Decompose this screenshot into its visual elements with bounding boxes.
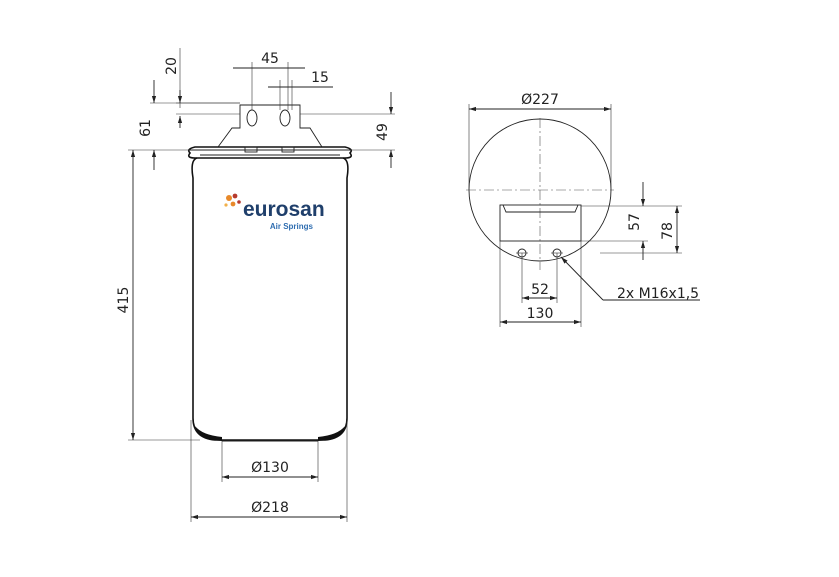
dim-height: 415 xyxy=(116,287,132,314)
dim-bolt-spacing: 52 xyxy=(531,282,549,298)
mount-hole-right xyxy=(279,109,291,127)
dim-mount-height: 49 xyxy=(375,123,391,141)
dim-plate-width: 130 xyxy=(527,306,554,322)
logo-dot xyxy=(230,201,236,207)
bottom-bead-left xyxy=(195,426,222,441)
dim-top-diameter: Ø227 xyxy=(521,92,559,108)
eurosan-logo: eurosan Air Springs xyxy=(224,193,325,231)
logo-dot xyxy=(237,200,241,204)
dim-bottom-diameter: Ø130 xyxy=(251,460,289,476)
logo-dot xyxy=(232,193,238,199)
dim-bellow-diameter: Ø218 xyxy=(251,500,289,516)
mount-block xyxy=(499,204,582,242)
dim-plate-height: 61 xyxy=(138,119,154,137)
bellows-outline xyxy=(191,157,349,441)
bottom-bead-right xyxy=(318,426,345,441)
dim-bolt-offset-top: 15 xyxy=(311,70,329,86)
side-view: 20 61 45 15 49 415 Ø130 xyxy=(116,48,395,522)
brand-name: eurosan xyxy=(243,198,325,221)
top-bead xyxy=(188,146,352,159)
logo-dot xyxy=(224,203,228,207)
dim-bolt-spacing-top: 45 xyxy=(261,51,279,67)
mount-hole-left xyxy=(246,109,258,127)
brand-tagline: Air Springs xyxy=(270,222,314,231)
dim-plate-depth-2: 78 xyxy=(660,222,676,240)
dim-plate-depth-1: 57 xyxy=(627,213,643,231)
logo-dot xyxy=(226,195,232,201)
top-view: Ø227 57 78 52 130 2x M16x1,5 xyxy=(466,92,700,327)
dim-top-offset: 20 xyxy=(164,57,180,75)
thread-callout: 2x M16x1,5 xyxy=(617,286,699,302)
mount-bracket xyxy=(217,104,323,148)
